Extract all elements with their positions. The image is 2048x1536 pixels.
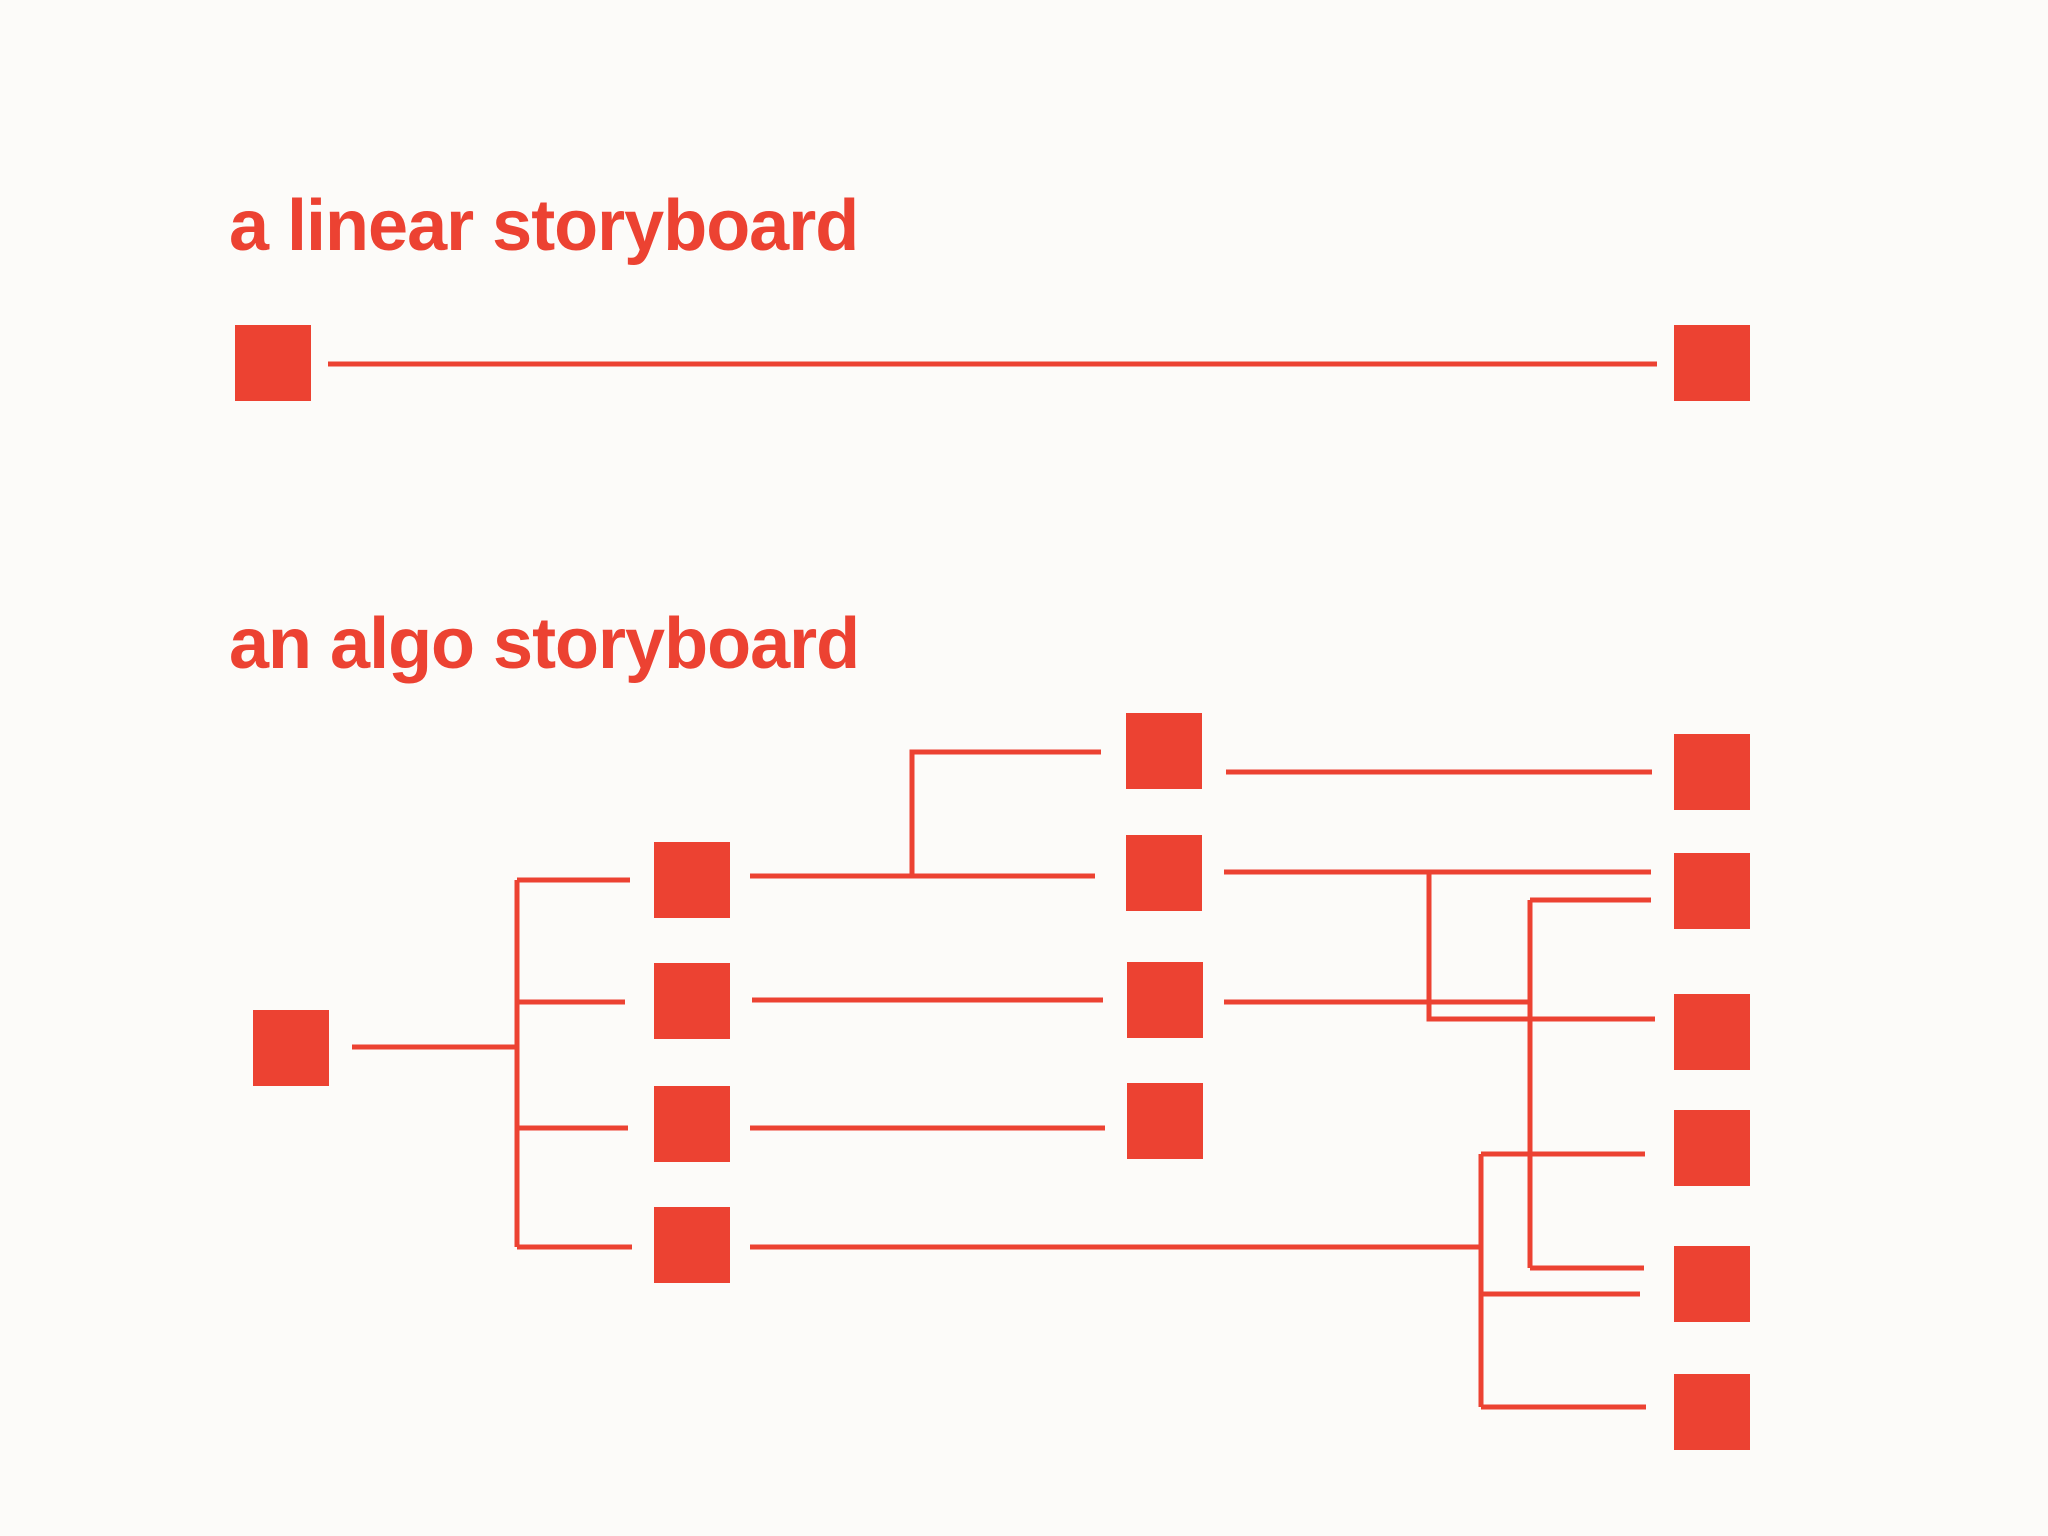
node-end-1 <box>1674 734 1750 810</box>
node-end-3 <box>1674 994 1750 1070</box>
node-end-4 <box>1674 1110 1750 1186</box>
node-linear-start <box>235 325 311 401</box>
node-mid-1 <box>1126 713 1202 789</box>
algo-storyboard-title: an algo storyboard <box>229 604 860 684</box>
node-mid-3 <box>1127 962 1203 1038</box>
linear-storyboard-title: a linear storyboard <box>229 186 859 266</box>
node-branch-2 <box>654 963 730 1039</box>
edge-branch-1-to-mid-1 <box>909 749 1101 876</box>
node-branch-3 <box>654 1086 730 1162</box>
node-mid-4 <box>1127 1083 1203 1159</box>
node-end-6 <box>1674 1374 1750 1450</box>
node-branch-4 <box>654 1207 730 1283</box>
node-linear-end <box>1674 325 1750 401</box>
node-algo-root <box>253 1010 329 1086</box>
node-end-2 <box>1674 853 1750 929</box>
node-end-5 <box>1674 1246 1750 1322</box>
edge-mid-2-to-end-3 <box>1426 872 1655 1022</box>
node-branch-1 <box>654 842 730 918</box>
node-mid-2 <box>1126 835 1202 911</box>
